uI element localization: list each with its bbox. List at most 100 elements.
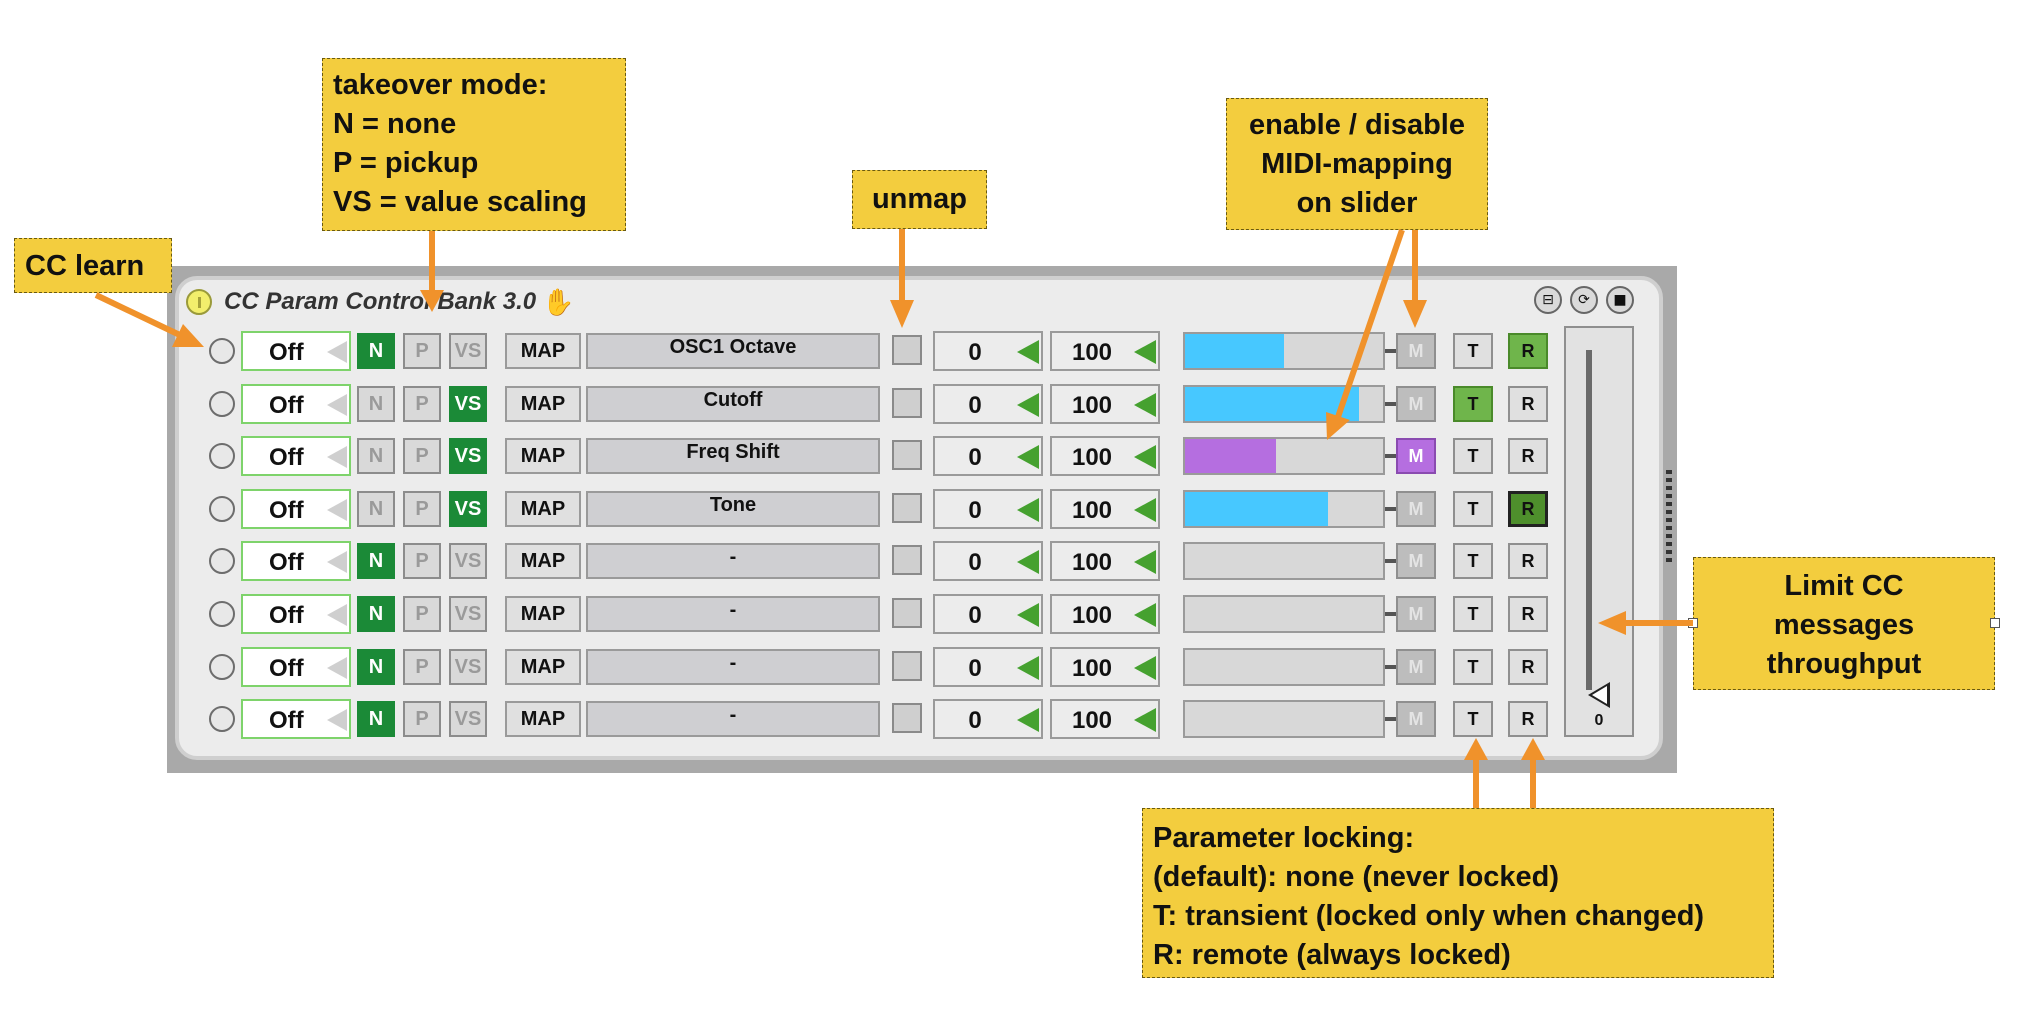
midi-map-toggle[interactable]: M	[1396, 596, 1436, 632]
midi-map-toggle[interactable]: M	[1396, 701, 1436, 737]
param-slider[interactable]	[1183, 385, 1385, 423]
takeover-vs-button[interactable]: VS	[449, 649, 487, 685]
lock-remote-button[interactable]: R	[1508, 333, 1548, 369]
param-slider[interactable]	[1183, 542, 1385, 580]
lock-remote-button[interactable]: R	[1508, 491, 1548, 527]
takeover-n-button[interactable]: N	[357, 543, 395, 579]
cc-learn-button[interactable]	[209, 496, 235, 522]
takeover-n-button[interactable]: N	[357, 649, 395, 685]
takeover-p-button[interactable]: P	[403, 333, 441, 369]
max-value-box[interactable]: 100	[1050, 594, 1160, 634]
takeover-n-button[interactable]: N	[357, 333, 395, 369]
takeover-vs-button[interactable]: VS	[449, 438, 487, 474]
takeover-p-button[interactable]: P	[403, 543, 441, 579]
throughput-thumb[interactable]	[1588, 682, 1610, 708]
map-button[interactable]: MAP	[505, 386, 581, 422]
cc-learn-button[interactable]	[209, 443, 235, 469]
map-button[interactable]: MAP	[505, 543, 581, 579]
cc-number-box[interactable]: Off	[241, 594, 351, 634]
midi-map-toggle[interactable]: M	[1396, 333, 1436, 369]
max-value-box[interactable]: 100	[1050, 384, 1160, 424]
min-value-box[interactable]: 0	[933, 384, 1043, 424]
max-value-box[interactable]: 100	[1050, 647, 1160, 687]
cc-number-box[interactable]: Off	[241, 699, 351, 739]
fold-icon[interactable]: ⊟	[1534, 286, 1562, 314]
takeover-n-button[interactable]: N	[357, 438, 395, 474]
cc-learn-button[interactable]	[209, 338, 235, 364]
midi-map-toggle[interactable]: M	[1396, 386, 1436, 422]
lock-remote-button[interactable]: R	[1508, 438, 1548, 474]
cc-number-box[interactable]: Off	[241, 647, 351, 687]
max-value-box[interactable]: 100	[1050, 699, 1160, 739]
lock-transient-button[interactable]: T	[1453, 438, 1493, 474]
takeover-n-button[interactable]: N	[357, 491, 395, 527]
takeover-vs-button[interactable]: VS	[449, 596, 487, 632]
power-icon[interactable]	[186, 289, 212, 315]
midi-map-toggle[interactable]: M	[1396, 491, 1436, 527]
min-value-box[interactable]: 0	[933, 489, 1043, 529]
param-slider[interactable]	[1183, 648, 1385, 686]
unmap-button[interactable]	[892, 388, 922, 418]
lock-transient-button[interactable]: T	[1453, 491, 1493, 527]
takeover-p-button[interactable]: P	[403, 596, 441, 632]
param-slider[interactable]	[1183, 490, 1385, 528]
map-button[interactable]: MAP	[505, 333, 581, 369]
lock-transient-button[interactable]: T	[1453, 543, 1493, 579]
unmap-button[interactable]	[892, 440, 922, 470]
takeover-p-button[interactable]: P	[403, 491, 441, 527]
cc-learn-button[interactable]	[209, 706, 235, 732]
cc-number-box[interactable]: Off	[241, 436, 351, 476]
takeover-vs-button[interactable]: VS	[449, 386, 487, 422]
cc-learn-button[interactable]	[209, 654, 235, 680]
unmap-button[interactable]	[892, 545, 922, 575]
cc-number-box[interactable]: Off	[241, 489, 351, 529]
min-value-box[interactable]: 0	[933, 594, 1043, 634]
lock-transient-button[interactable]: T	[1453, 596, 1493, 632]
min-value-box[interactable]: 0	[933, 699, 1043, 739]
min-value-box[interactable]: 0	[933, 647, 1043, 687]
lock-remote-button[interactable]: R	[1508, 543, 1548, 579]
takeover-p-button[interactable]: P	[403, 649, 441, 685]
unmap-button[interactable]	[892, 493, 922, 523]
map-button[interactable]: MAP	[505, 491, 581, 527]
takeover-p-button[interactable]: P	[403, 438, 441, 474]
refresh-icon[interactable]: ⟳	[1570, 286, 1598, 314]
map-button[interactable]: MAP	[505, 596, 581, 632]
takeover-vs-button[interactable]: VS	[449, 543, 487, 579]
lock-transient-button[interactable]: T	[1453, 701, 1493, 737]
param-slider[interactable]	[1183, 595, 1385, 633]
max-value-box[interactable]: 100	[1050, 331, 1160, 371]
map-button[interactable]: MAP	[505, 701, 581, 737]
max-value-box[interactable]: 100	[1050, 489, 1160, 529]
param-slider[interactable]	[1183, 437, 1385, 475]
takeover-n-button[interactable]: N	[357, 701, 395, 737]
map-button[interactable]: MAP	[505, 438, 581, 474]
cc-number-box[interactable]: Off	[241, 541, 351, 581]
cc-learn-button[interactable]	[209, 548, 235, 574]
lock-transient-button[interactable]: T	[1453, 649, 1493, 685]
unmap-button[interactable]	[892, 598, 922, 628]
takeover-vs-button[interactable]: VS	[449, 491, 487, 527]
lock-remote-button[interactable]: R	[1508, 701, 1548, 737]
param-slider[interactable]	[1183, 332, 1385, 370]
cc-number-box[interactable]: Off	[241, 331, 351, 371]
takeover-p-button[interactable]: P	[403, 701, 441, 737]
takeover-p-button[interactable]: P	[403, 386, 441, 422]
lock-transient-button[interactable]: T	[1453, 386, 1493, 422]
takeover-n-button[interactable]: N	[357, 386, 395, 422]
lock-remote-button[interactable]: R	[1508, 596, 1548, 632]
takeover-vs-button[interactable]: VS	[449, 333, 487, 369]
min-value-box[interactable]: 0	[933, 541, 1043, 581]
unmap-button[interactable]	[892, 335, 922, 365]
min-value-box[interactable]: 0	[933, 436, 1043, 476]
max-value-box[interactable]: 100	[1050, 541, 1160, 581]
save-icon[interactable]: ■	[1606, 286, 1634, 314]
min-value-box[interactable]: 0	[933, 331, 1043, 371]
throughput-slider[interactable]: 0	[1564, 326, 1634, 737]
param-slider[interactable]	[1183, 700, 1385, 738]
cc-number-box[interactable]: Off	[241, 384, 351, 424]
lock-remote-button[interactable]: R	[1508, 386, 1548, 422]
takeover-vs-button[interactable]: VS	[449, 701, 487, 737]
resize-grip[interactable]	[1666, 470, 1672, 566]
map-button[interactable]: MAP	[505, 649, 581, 685]
